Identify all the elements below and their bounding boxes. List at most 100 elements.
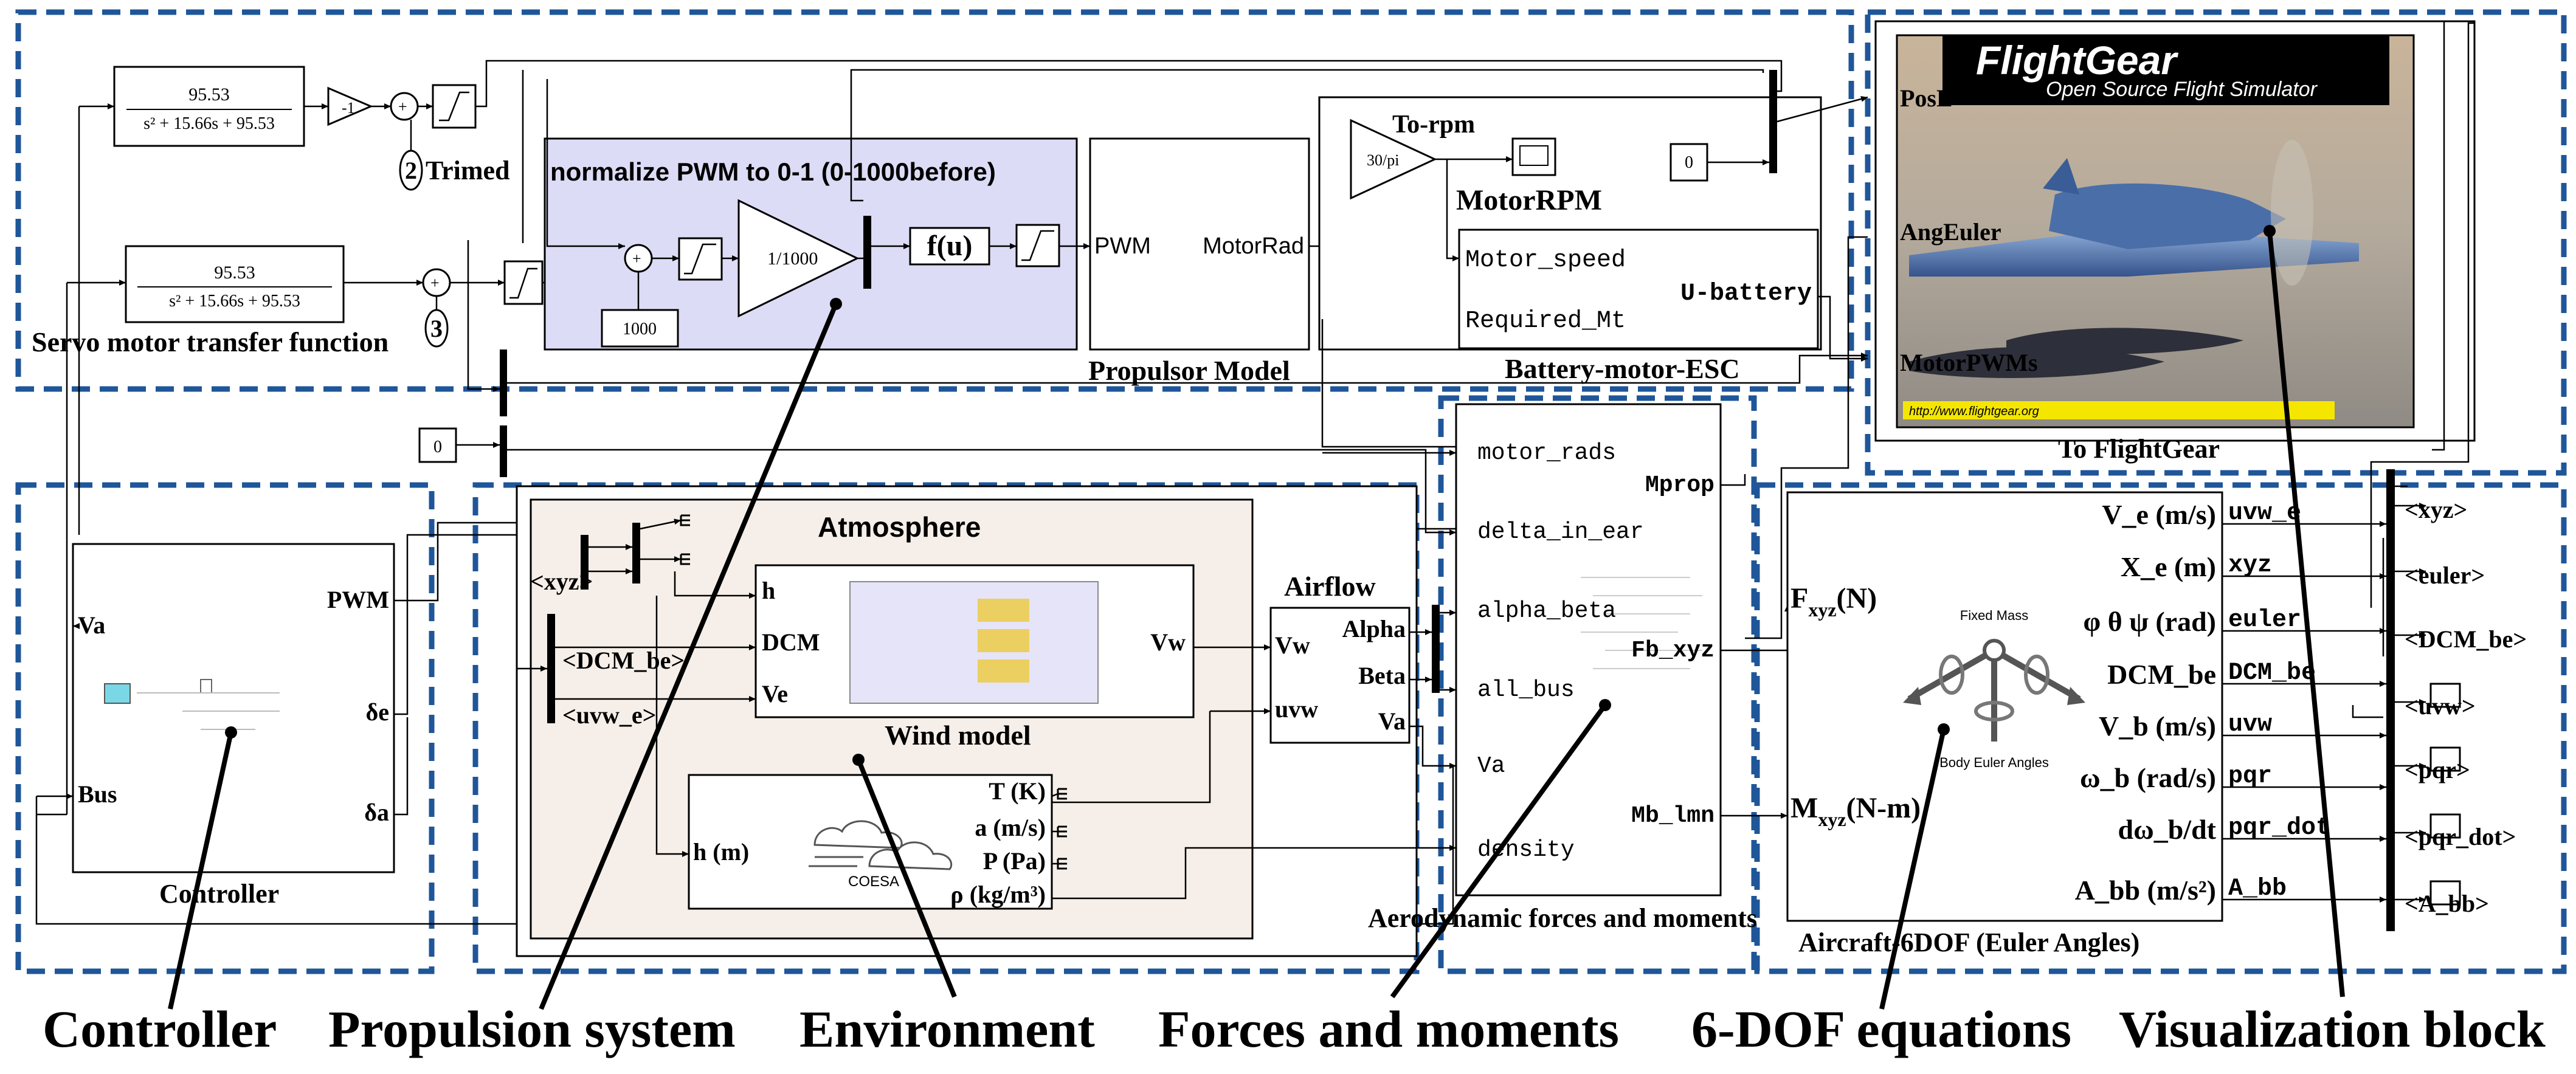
gain-neg-label: -1 [342, 99, 355, 117]
bus-creator-bar [2386, 469, 2395, 931]
wind-caption: Wind model [885, 720, 1031, 751]
svg-text:Va: Va [1378, 707, 1406, 735]
torpm-gain[interactable] [1350, 119, 1437, 200]
scope-icon-5[interactable] [2429, 813, 2461, 839]
trimmed-label: Trimed [426, 156, 510, 185]
scope-icon-3[interactable] [2429, 683, 2461, 708]
environment-section: Atmosphere <xyz> <DCM_be> <uvw_e> h DCM … [516, 485, 1418, 957]
sixdof-output-7: A_bb (m/s²) [2075, 875, 2216, 906]
callout-environment: Environment [799, 1000, 1095, 1058]
sixdof-bus-5: pqr [2228, 763, 2272, 790]
sixdof-output-3: DCM_be [2107, 659, 2216, 690]
sixdof-caption: Aircraft-6DOF (Euler Angles) [1798, 928, 2139, 957]
svg-text:DCM: DCM [762, 628, 820, 656]
svg-text:+: + [398, 98, 407, 115]
sixdof-output-5: ω_b (rad/s) [2080, 762, 2216, 793]
sixdof-bus-1: xyz [2228, 552, 2272, 579]
controller-caption: Controller [159, 879, 279, 909]
region-flightgear [1865, 9, 2567, 476]
callout-labels: Controller Propulsion system Environment… [43, 1000, 2546, 1058]
svg-text:<DCM_be>: <DCM_be> [562, 647, 685, 674]
wind-model-thumbnail [849, 581, 1099, 704]
region-borders [15, 9, 2567, 974]
callout-propulsion: Propulsion system [328, 1000, 736, 1058]
flightgear-banner [1942, 35, 2389, 105]
propulsor-model-block[interactable] [1089, 137, 1310, 351]
fcn-block[interactable] [909, 227, 990, 266]
svg-text:Fxyz(N): Fxyz(N) [1790, 582, 1877, 621]
callout-visualization: Visualization block [2119, 1000, 2546, 1058]
normalize-title: normalize PWM to 0-1 (0-1000before) [550, 157, 996, 186]
svg-text:Bus: Bus [78, 780, 117, 808]
sixdof-output-0: V_e (m/s) [2102, 499, 2216, 530]
saturation-block-4[interactable] [1015, 224, 1060, 267]
svg-text:AngEuler: AngEuler [1900, 218, 2001, 246]
svg-text:PWM: PWM [1094, 233, 1151, 259]
sixdof-bus-4: uvw [2228, 711, 2272, 738]
svg-text:1/1000: 1/1000 [767, 249, 818, 269]
region-top-left [15, 9, 1854, 392]
svg-text:δa: δa [364, 799, 389, 826]
svg-text:T (K): T (K) [989, 777, 1046, 805]
svg-text:h: h [762, 577, 775, 604]
svg-text:2: 2 [405, 157, 417, 184]
mux-bar-2 [500, 425, 507, 477]
sixdof-bus-0: uvw_e [2228, 500, 2301, 527]
motorrpm-label: MotorRPM [1456, 184, 1602, 216]
flightgear-caption: To FlightGear [2058, 434, 2220, 464]
callout-forces: Forces and moments [1158, 1000, 1619, 1058]
airflow-block[interactable] [1269, 607, 1411, 744]
servo-caption: Servo motor transfer function [32, 326, 388, 357]
svg-text:+: + [632, 250, 641, 267]
mux-bar-3 [863, 216, 871, 289]
selector-label-0: <xyz> [2405, 496, 2467, 523]
scope-icon-6[interactable] [2429, 880, 2461, 906]
svg-text:Mxyz(N-m): Mxyz(N-m) [1790, 792, 1921, 830]
atmosphere-title: Atmosphere [818, 511, 981, 543]
controller-block[interactable] [72, 543, 395, 873]
svg-text:f(u): f(u) [927, 230, 973, 262]
const-1000[interactable] [601, 309, 679, 348]
sixdof-block[interactable] [1786, 491, 2223, 922]
svg-text:delta_in_ear: delta_in_ear [1477, 519, 1644, 545]
battery-motor-esc-block[interactable] [1458, 229, 1819, 349]
svg-text:Vw: Vw [1275, 632, 1310, 659]
svg-text:MotorRad: MotorRad [1203, 233, 1304, 259]
svg-text:Alpha: Alpha [1342, 615, 1406, 642]
servo-tf-block-1[interactable] [113, 66, 305, 147]
zero-const-right[interactable] [1670, 143, 1708, 182]
svg-text:<uvw_e>: <uvw_e> [562, 701, 656, 729]
battery-caption: Battery-motor-ESC [1505, 353, 1740, 384]
servo-tf2-num: 95.53 [214, 263, 255, 283]
svg-text:Fb_xyz: Fb_xyz [1631, 638, 1714, 664]
mux-bar-1 [500, 349, 507, 416]
svg-text:PosE: PosE [1900, 84, 1953, 112]
svg-text:Vw: Vw [1150, 628, 1186, 656]
svg-text:Mb_lmn: Mb_lmn [1631, 803, 1714, 829]
controller-thumbnail [104, 683, 131, 704]
flightgear-url: http://www.flightgear.org [1909, 405, 2039, 418]
svg-text:30/pi: 30/pi [1367, 151, 1399, 169]
environment-wires [517, 518, 1456, 900]
sixdof-bus-7: A_bb [2228, 875, 2287, 903]
svg-text:MotorPWMs: MotorPWMs [1900, 349, 2038, 376]
zero-const-left[interactable] [418, 427, 457, 463]
sixdof-output-1: X_e (m) [2121, 551, 2216, 582]
airflow-title: Airflow [1284, 571, 1376, 602]
region-controller [15, 482, 435, 974]
scope-icon-4[interactable] [2429, 746, 2461, 772]
svg-text:P (Pa): P (Pa) [983, 847, 1046, 875]
svg-text:all_bus: all_bus [1477, 677, 1575, 703]
fixed-mass-label: Fixed Mass [1960, 608, 2028, 623]
svg-text:Required_Mt: Required_Mt [1465, 308, 1626, 335]
selector-label-4: <pqr> [2405, 756, 2470, 783]
region-6dof [1754, 482, 2567, 974]
servo-tf1-num: 95.53 [188, 84, 230, 105]
sixdof-section: Fxyz(N) Mxyz(N-m) Fixed Mass Body Euler … [1786, 469, 2527, 957]
servo-tf-block-2[interactable] [125, 245, 345, 323]
selector-label-5: <pqr_dot> [2405, 823, 2516, 850]
sixdof-wires [2352, 485, 2408, 718]
svg-text:Motor_speed: Motor_speed [1465, 247, 1626, 274]
battery-wires [1321, 96, 1868, 448]
